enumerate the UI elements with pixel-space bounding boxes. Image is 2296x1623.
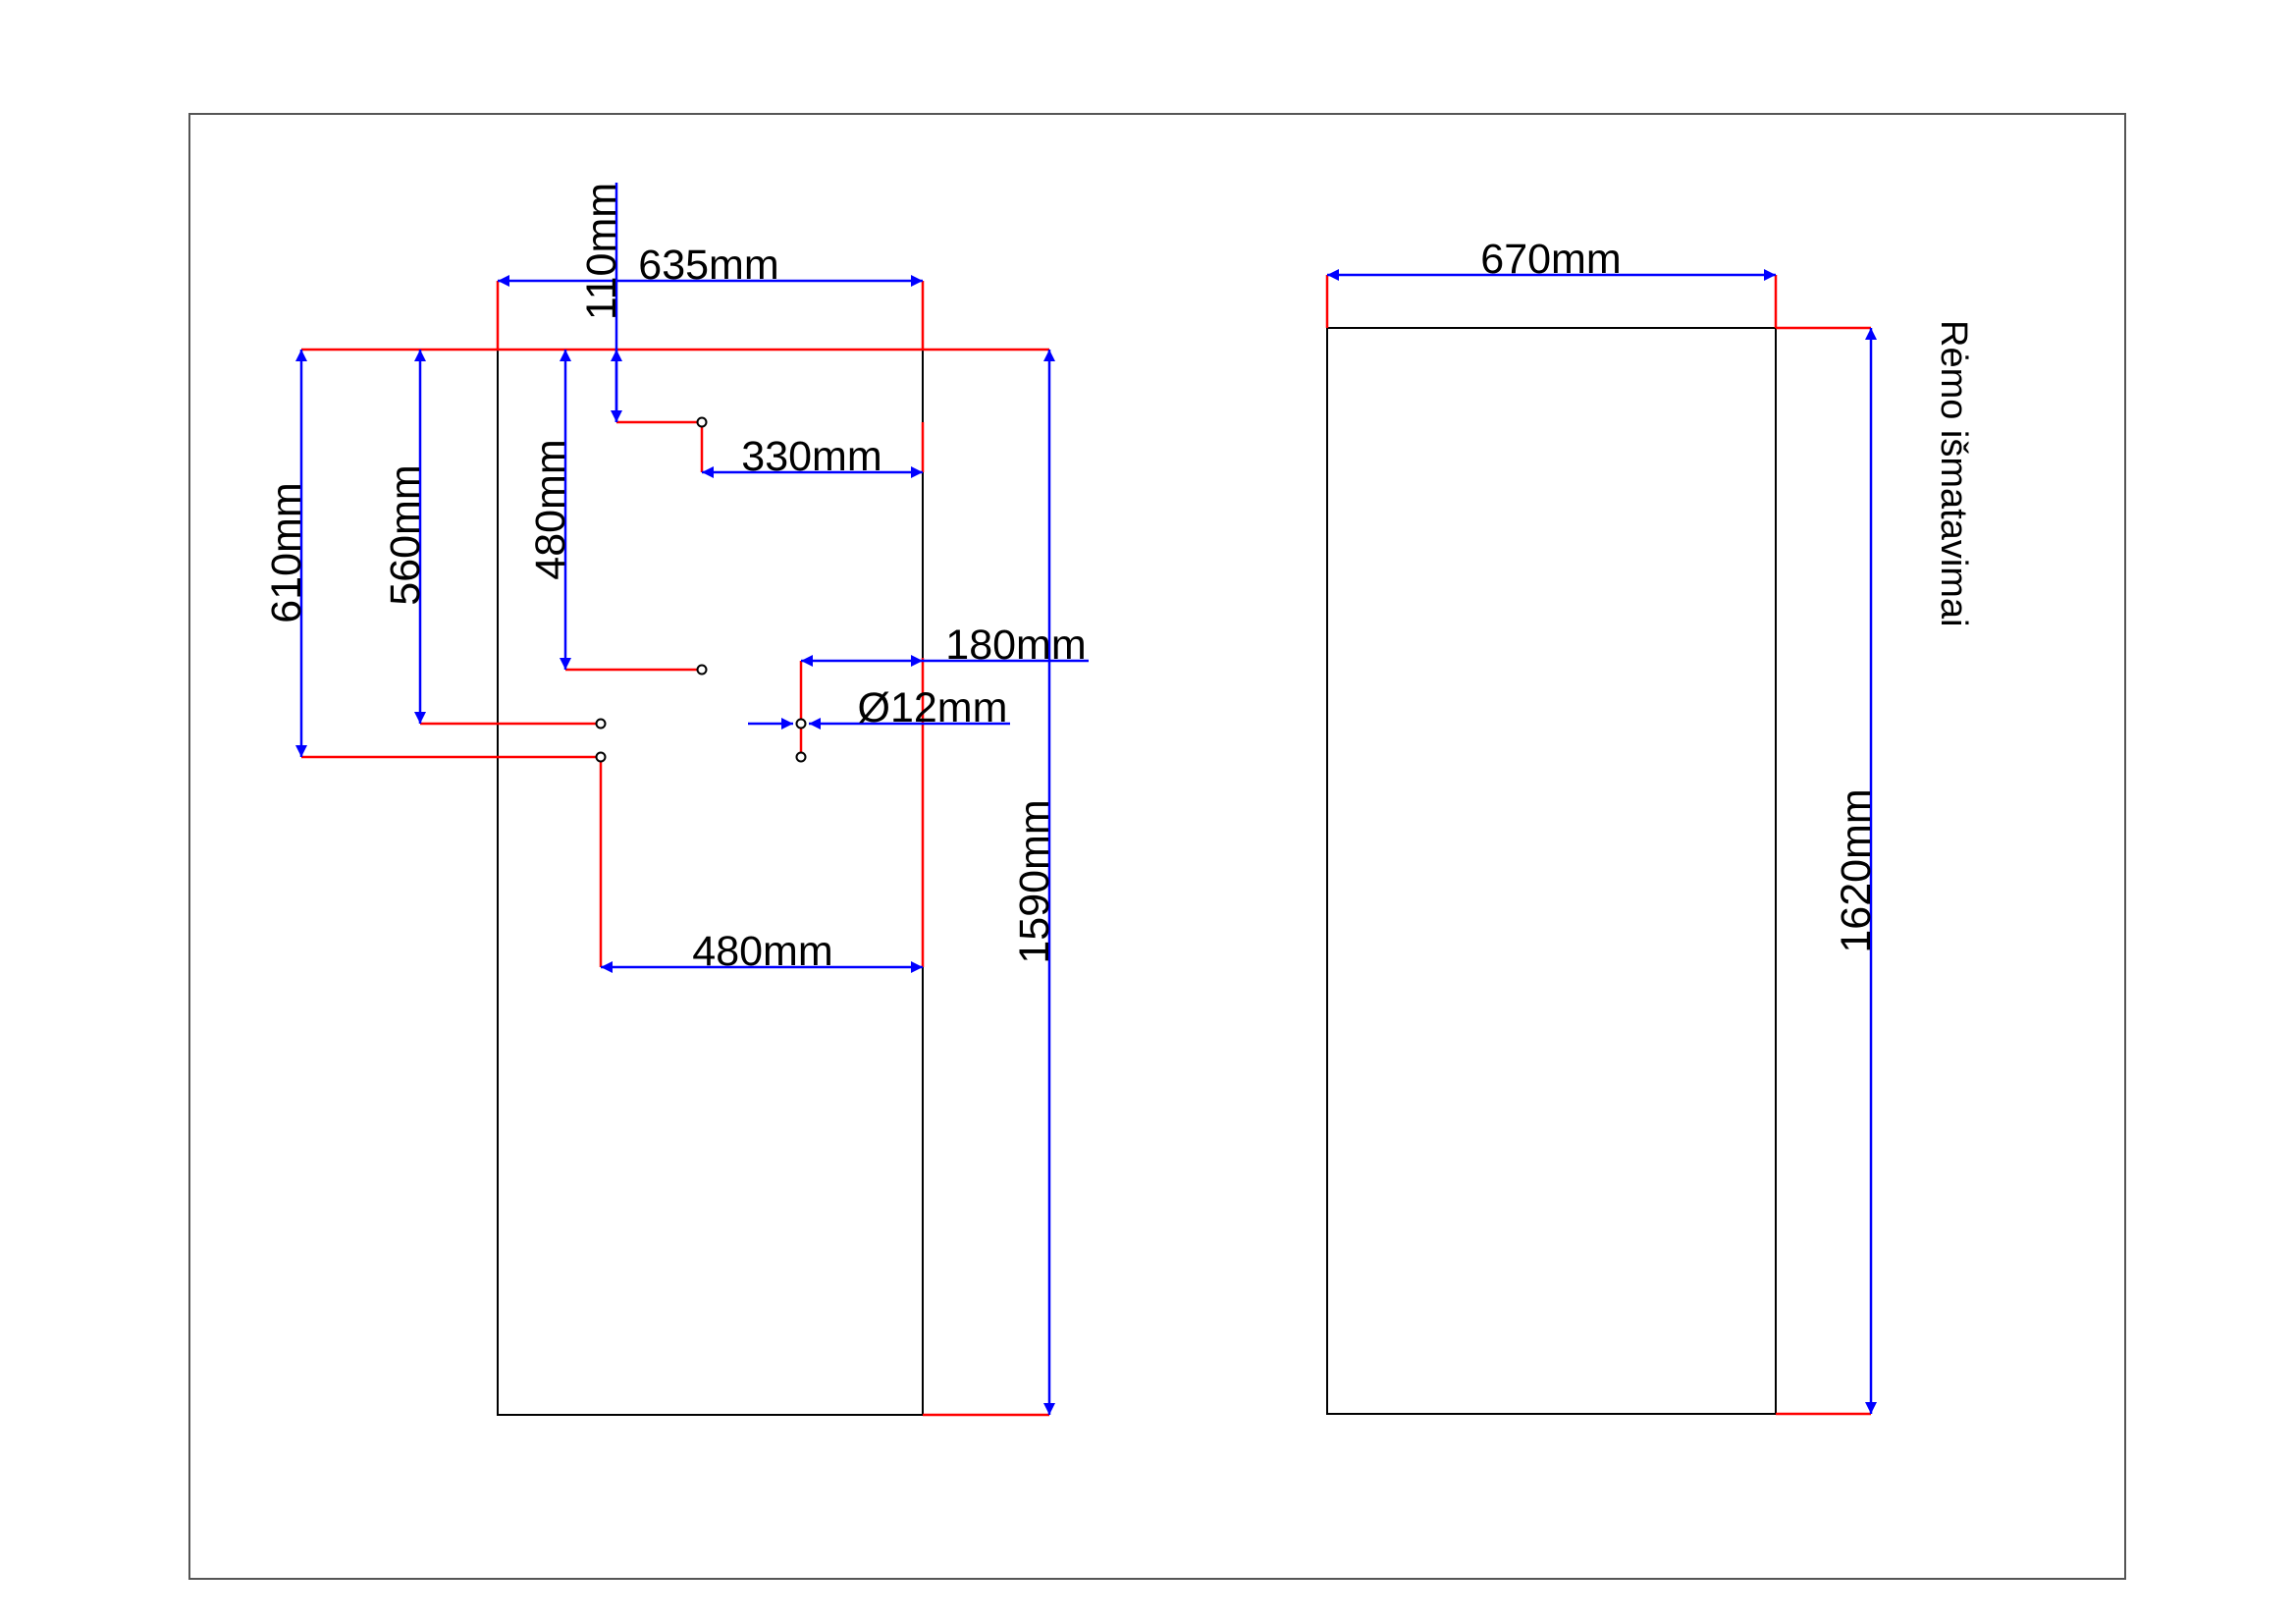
label-bottom-480: 480mm [692,928,832,975]
label-hole-right-offset: 330mm [741,433,881,480]
left-panel: 635mm 110mm 330mm 480mm 560mm 610mm 180m… [263,183,1089,1417]
label-height: 1590mm [1011,799,1058,963]
hole-marker [595,718,607,730]
hole-marker [795,718,807,730]
label-frame-height: 1620mm [1833,788,1880,952]
label-frame-width: 670mm [1480,236,1621,283]
label-vertical-560: 560mm [382,464,429,605]
hole-marker [696,416,708,428]
left-dimension-lines [295,183,1089,1415]
frame-measurements-note: Rėmo išmatavimai [1933,320,1974,627]
right-panel-outline [1326,327,1777,1415]
label-width-top: 635mm [638,242,778,289]
right-panel: 670mm 1620mm Rėmo išmatavimai [1325,236,1974,1416]
label-vertical-610: 610mm [263,482,310,622]
right-dimension-lines [1327,269,1877,1414]
left-extension-lines [301,281,1049,1417]
label-right-180: 180mm [945,622,1086,669]
label-hole-top-offset: 110mm [578,183,625,320]
right-extension-lines [1325,275,1871,1416]
hole-marker [595,751,607,763]
left-holes [595,416,807,763]
label-hole-diameter: Ø12mm [858,684,1008,731]
hole-marker [696,664,708,676]
sheet-border [188,113,2126,1580]
label-vertical-480: 480mm [527,439,574,579]
hole-marker [795,751,807,763]
